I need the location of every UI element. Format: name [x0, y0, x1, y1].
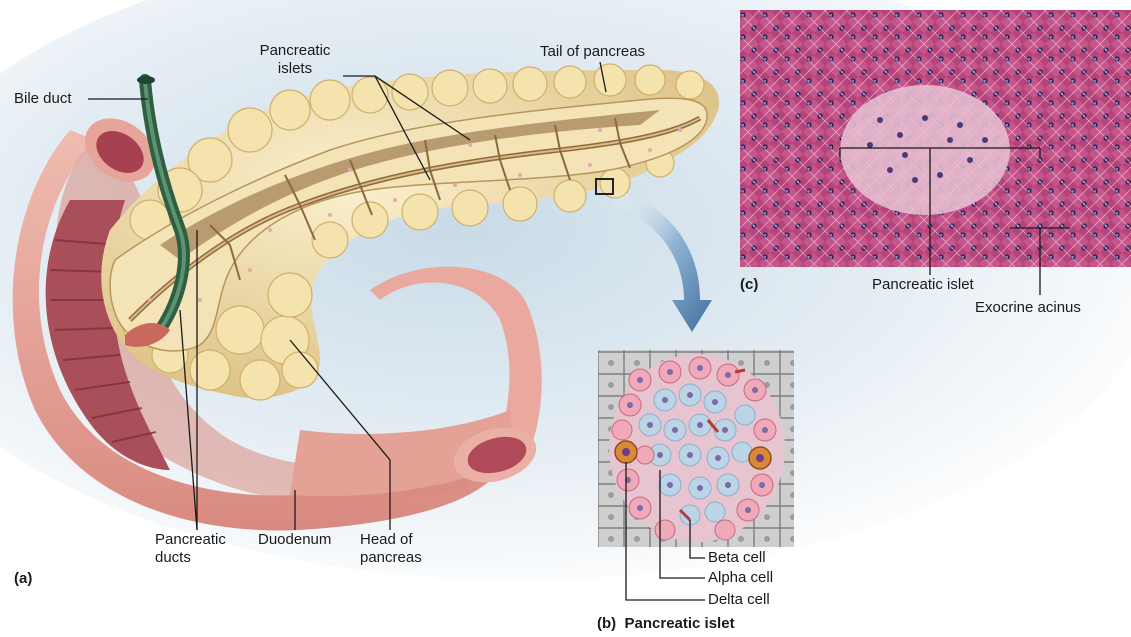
panel-b-islet [598, 350, 794, 547]
label-bile-duct: Bile duct [14, 90, 72, 108]
label-pancreatic-islets-line1: Pancreatic [250, 42, 340, 60]
label-pancreatic-islets-line2: islets [250, 60, 340, 78]
label-head-of-pancreas-line2: pancreas [360, 549, 422, 567]
histology-islet-region [840, 85, 1010, 215]
panel-b-caption: (b) Pancreatic islet [597, 615, 735, 633]
label-beta-cell: Beta cell [708, 549, 766, 567]
label-head-of-pancreas-line1: Head of [360, 531, 422, 549]
panel-a-label: (a) [14, 570, 32, 588]
label-pancreatic-islet-c: Pancreatic islet [872, 276, 974, 294]
panel-b-label: (b) [597, 615, 616, 632]
label-head-of-pancreas: Head of pancreas [360, 531, 422, 567]
panel-c-label: (c) [740, 276, 758, 294]
panel-b-title: Pancreatic islet [625, 615, 735, 632]
label-alpha-cell: Alpha cell [708, 569, 773, 587]
label-exocrine-acinus: Exocrine acinus [975, 299, 1081, 317]
label-pancreatic-ducts: Pancreatic ducts [155, 531, 226, 567]
label-pancreatic-ducts-line1: Pancreatic [155, 531, 226, 549]
label-delta-cell: Delta cell [708, 591, 770, 609]
label-tail-of-pancreas: Tail of pancreas [540, 43, 645, 61]
label-pancreatic-islets: Pancreatic islets [250, 42, 340, 78]
label-duodenum: Duodenum [258, 531, 331, 549]
label-pancreatic-ducts-line2: ducts [155, 549, 226, 567]
panel-c-histology [740, 10, 1131, 267]
